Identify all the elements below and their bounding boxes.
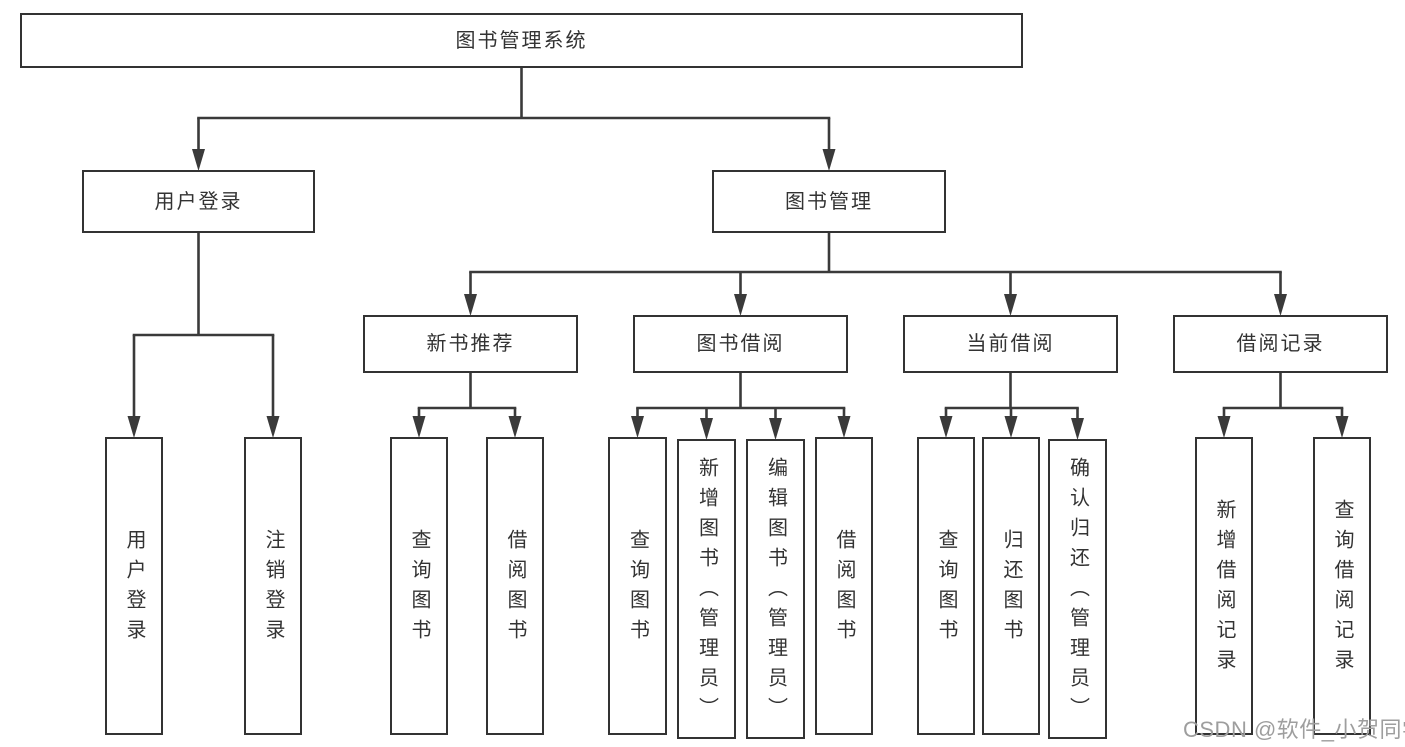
- arrowhead-icon: [1217, 416, 1231, 438]
- node-label: 查询图书: [935, 529, 957, 649]
- node-nbr-borrow: 借阅图书: [486, 437, 544, 735]
- arrowhead-icon: [412, 416, 426, 438]
- node-label: 图书管理系统: [455, 29, 588, 52]
- node-cb-return: 归还图书: [982, 437, 1040, 735]
- node-new-book-rec: 新书推荐: [363, 315, 578, 373]
- arrowhead-icon: [127, 416, 141, 438]
- node-label: 当前借阅: [966, 333, 1055, 355]
- node-bb-query: 查询图书: [608, 437, 667, 735]
- node-label: 查询借阅记录: [1331, 499, 1353, 679]
- node-label: 新书推荐: [426, 333, 515, 355]
- node-label: 用户登录: [154, 190, 243, 213]
- node-bb-add: 新增图书（管理员）: [677, 439, 736, 739]
- arrowhead-icon: [939, 416, 953, 438]
- node-label: 编辑图书（管理员）: [764, 457, 787, 727]
- arrowhead-icon: [508, 416, 522, 438]
- node-label: 新增图书（管理员）: [695, 457, 718, 727]
- node-label: 归还图书: [1000, 529, 1022, 649]
- arrowhead-icon: [1071, 418, 1084, 440]
- node-logout: 注销登录: [244, 437, 302, 735]
- arrowhead-icon: [837, 416, 851, 438]
- node-nbr-query: 查询图书: [390, 437, 448, 735]
- watermark: CSDN @软件_小贺同学: [1183, 717, 1405, 742]
- node-current-borrow: 当前借阅: [903, 315, 1118, 373]
- arrowhead-icon: [1274, 294, 1287, 316]
- node-label: 图书管理: [785, 190, 873, 213]
- node-login: 用户登录: [105, 437, 163, 735]
- node-book-borrow: 图书借阅: [633, 315, 848, 373]
- node-label: 借阅图书: [833, 529, 855, 649]
- node-book-mgmt: 图书管理: [712, 170, 946, 233]
- node-borrow-record: 借阅记录: [1173, 315, 1388, 373]
- node-label: 查询图书: [408, 529, 430, 649]
- node-label: 注销登录: [262, 529, 284, 649]
- node-root: 图书管理系统: [20, 13, 1023, 68]
- node-label: 借阅记录: [1236, 333, 1325, 355]
- arrowhead-icon: [192, 149, 205, 171]
- node-bb-borrow: 借阅图书: [815, 437, 873, 735]
- node-bb-edit: 编辑图书（管理员）: [746, 439, 805, 739]
- arrowhead-icon: [822, 149, 836, 171]
- node-label: 用户登录: [123, 529, 145, 649]
- arrowhead-icon: [769, 418, 782, 440]
- arrowhead-icon: [266, 416, 280, 438]
- arrowhead-icon: [631, 416, 644, 438]
- node-br-query: 查询借阅记录: [1313, 437, 1371, 735]
- node-label: 借阅图书: [504, 529, 526, 649]
- node-label: 新增借阅记录: [1213, 499, 1235, 679]
- arrowhead-icon: [1004, 416, 1018, 438]
- node-label: 确认归还（管理员）: [1066, 457, 1089, 727]
- arrowhead-icon: [464, 294, 477, 316]
- node-cb-confirm: 确认归还（管理员）: [1048, 439, 1107, 739]
- node-cb-query: 查询图书: [917, 437, 975, 735]
- arrowhead-icon: [700, 418, 713, 440]
- arrowhead-icon: [1335, 416, 1349, 438]
- node-label: 图书借阅: [696, 333, 785, 355]
- node-label: 查询图书: [626, 529, 649, 649]
- arrowhead-icon: [734, 294, 747, 316]
- node-user-login: 用户登录: [82, 170, 315, 233]
- arrowhead-icon: [1004, 294, 1017, 316]
- node-br-add: 新增借阅记录: [1195, 437, 1253, 735]
